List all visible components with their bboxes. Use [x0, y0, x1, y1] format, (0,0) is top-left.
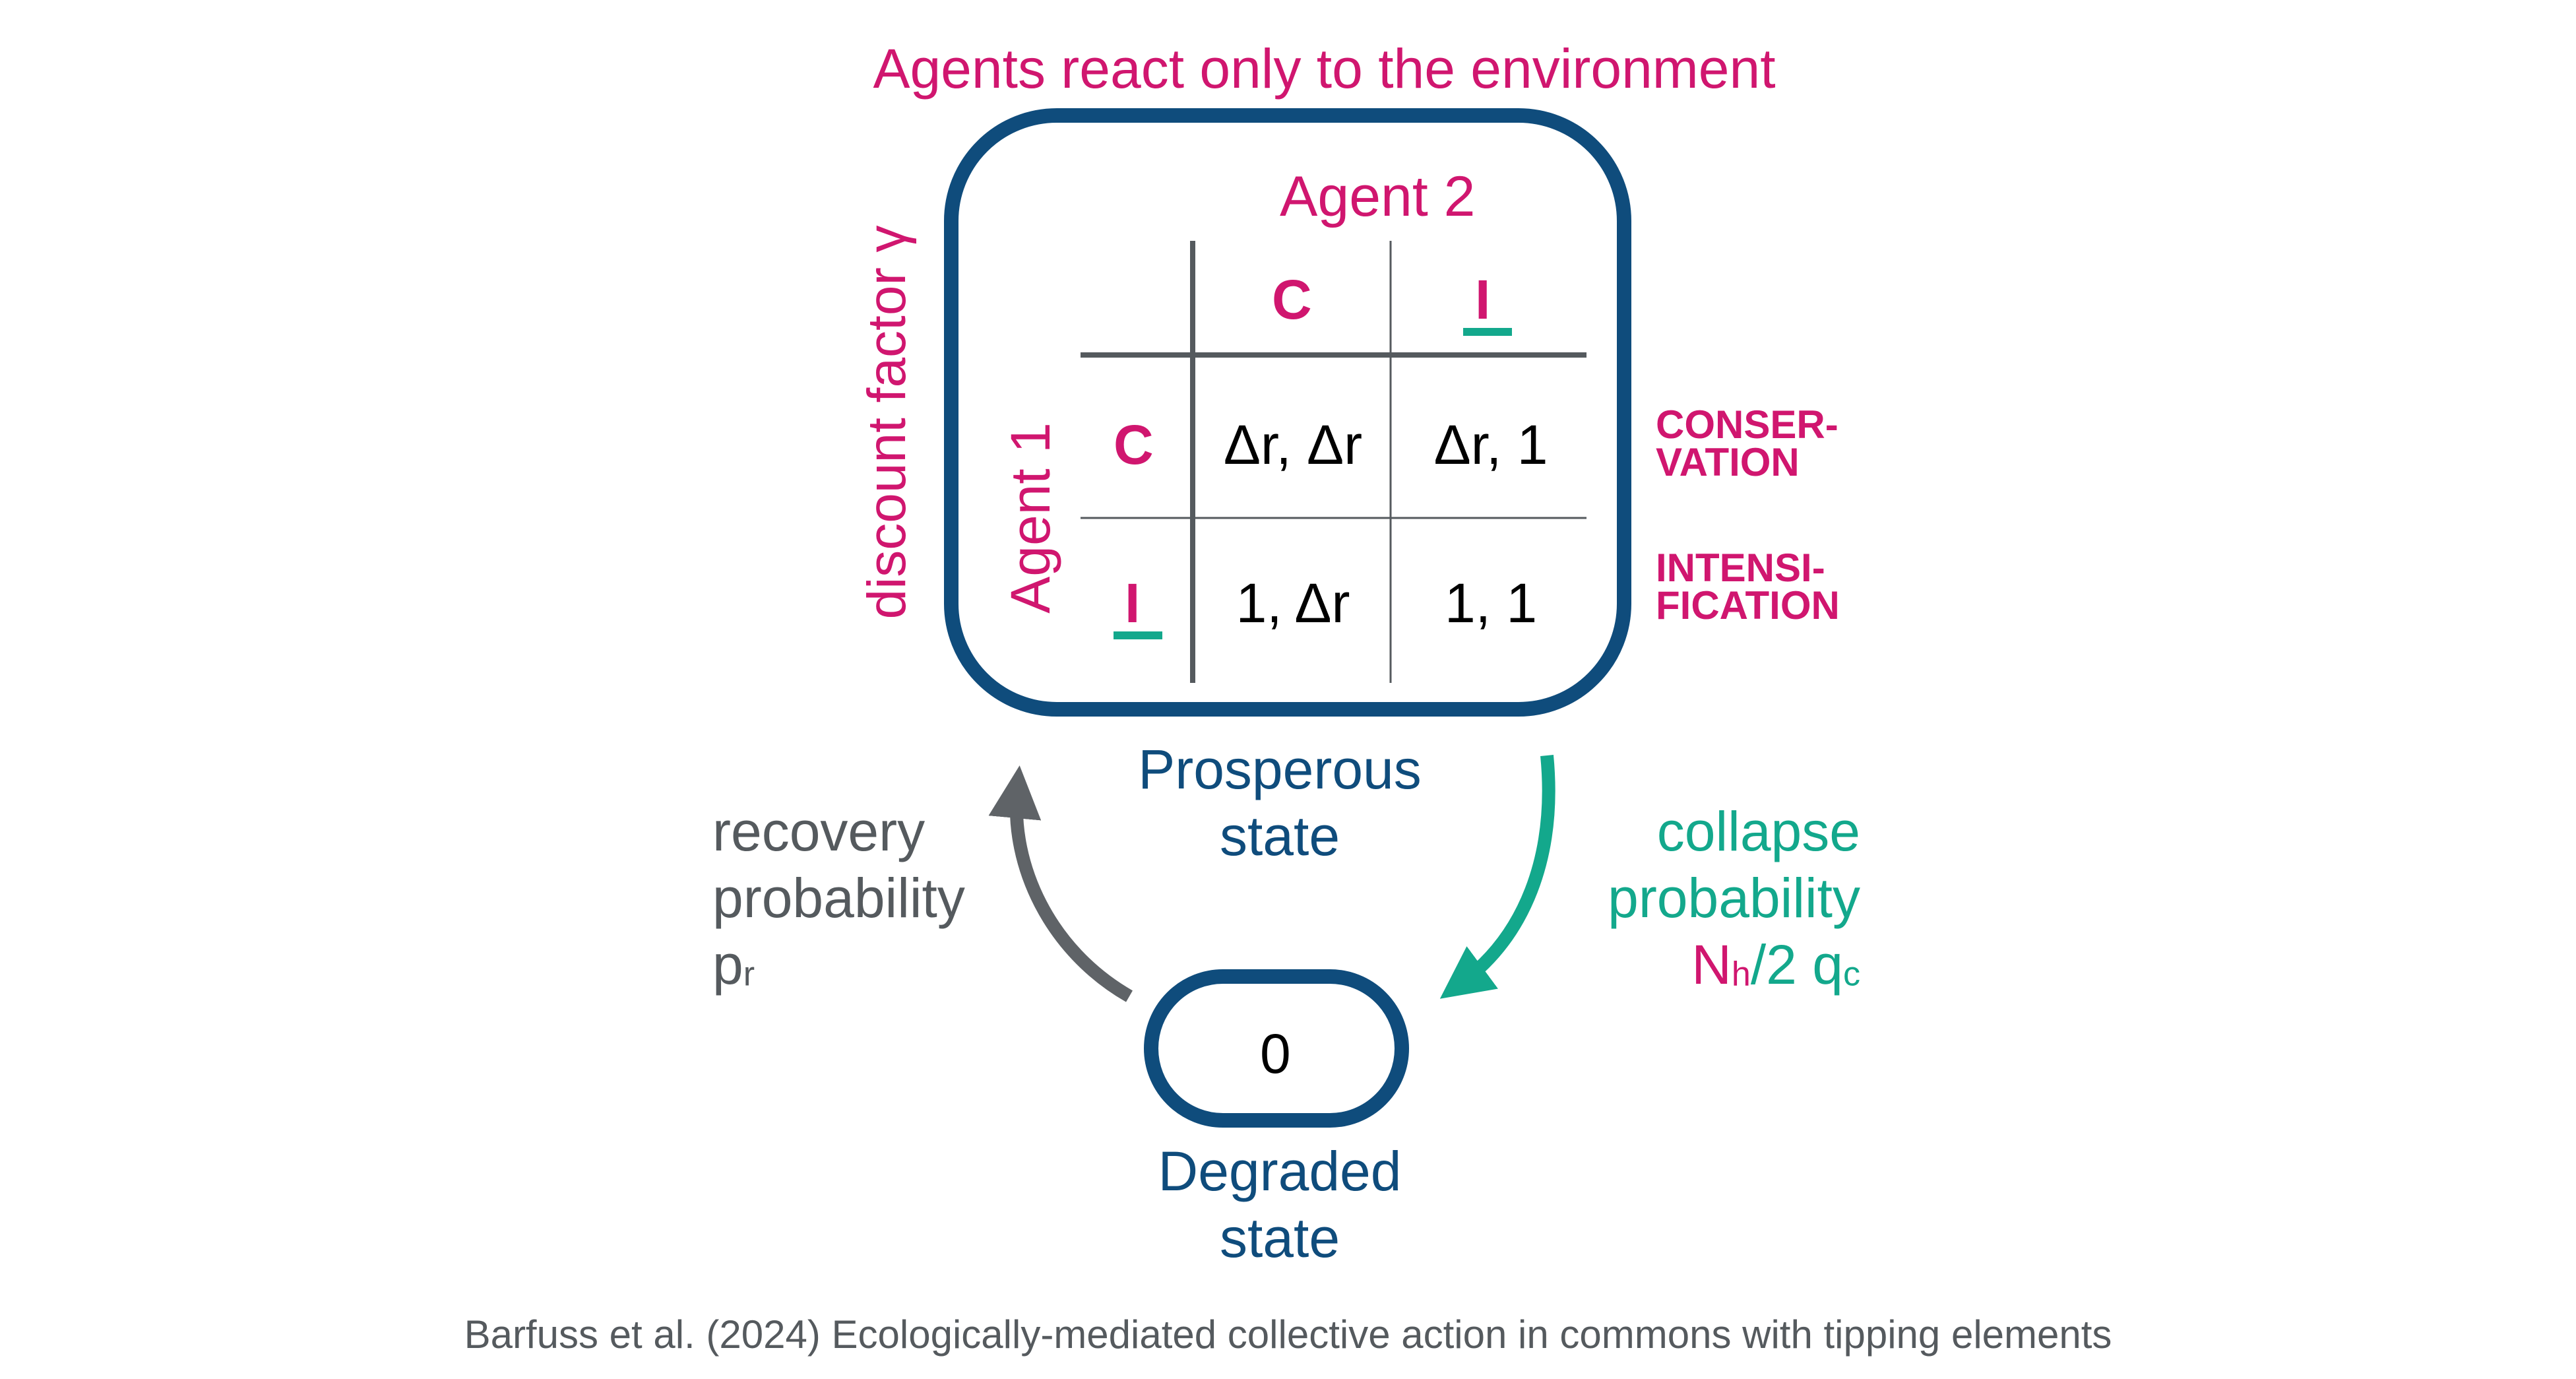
- recovery-arrow: [988, 765, 1133, 1002]
- recovery-line2: probability: [712, 866, 965, 929]
- intensification-line2: FICATION: [1656, 583, 1840, 627]
- intensification-legend: INTENSI- FICATION: [1656, 546, 1840, 627]
- payoff-cell-cc: Δr, Δr: [1223, 414, 1363, 476]
- collapse-formula: Nh/2 qc: [1504, 932, 1860, 998]
- conservation-initial: C: [1656, 402, 1685, 447]
- prosperous-state-label: Prosperous state: [1138, 738, 1422, 867]
- column-action-i: I: [1475, 269, 1491, 331]
- row-action-i-underline: [1114, 631, 1162, 639]
- column-action-i-underline: [1463, 328, 1512, 336]
- diagram-title: Agents react only to the environment: [873, 38, 1776, 100]
- conservation-legend: CONSER- VATION: [1656, 405, 1838, 484]
- row-action-i: I: [1125, 572, 1141, 634]
- column-action-c: C: [1272, 269, 1312, 331]
- citation: Barfuss et al. (2024) Ecologically-media…: [464, 1312, 2112, 1357]
- recovery-line1: recovery: [712, 800, 926, 862]
- collapse-arrow: [1439, 755, 1555, 999]
- collapse-rest: /2 q: [1750, 933, 1843, 996]
- intensification-rest: NTENSI-: [1666, 546, 1825, 590]
- payoff-cell-ci: Δr, 1: [1433, 414, 1548, 476]
- payoff-cell-ii: 1, 1: [1444, 572, 1538, 634]
- row-player-label: Agent 1: [999, 422, 1061, 614]
- recovery-symbol: pr: [712, 933, 755, 996]
- degraded-state-value: 0: [1260, 1023, 1291, 1085]
- collapse-q-subscript: c: [1842, 955, 1860, 994]
- conservation-line2: VATION: [1656, 440, 1800, 484]
- column-player-label: Agent 2: [1280, 165, 1476, 228]
- collapse-n-symbol: N: [1691, 933, 1732, 996]
- recovery-subscript: r: [743, 955, 755, 994]
- collapse-line2: probability: [1608, 866, 1860, 929]
- recovery-probability-label: recovery probability pr: [712, 798, 1042, 998]
- intensification-initial: I: [1656, 546, 1667, 590]
- payoff-cell-ic: 1, Δr: [1236, 572, 1350, 634]
- degraded-state-box: [1144, 969, 1409, 1128]
- prosperous-state-box: [944, 108, 1631, 717]
- collapse-line1: collapse: [1656, 800, 1860, 862]
- discount-factor-label: discount factor γ: [857, 225, 917, 620]
- row-action-c: C: [1114, 414, 1154, 476]
- conservation-rest: ONSER-: [1684, 402, 1838, 447]
- degraded-state-label: Degraded state: [1158, 1140, 1402, 1269]
- collapse-probability-label: collapse probability Nh/2 qc: [1504, 798, 1860, 998]
- collapse-n-subscript: h: [1731, 955, 1751, 994]
